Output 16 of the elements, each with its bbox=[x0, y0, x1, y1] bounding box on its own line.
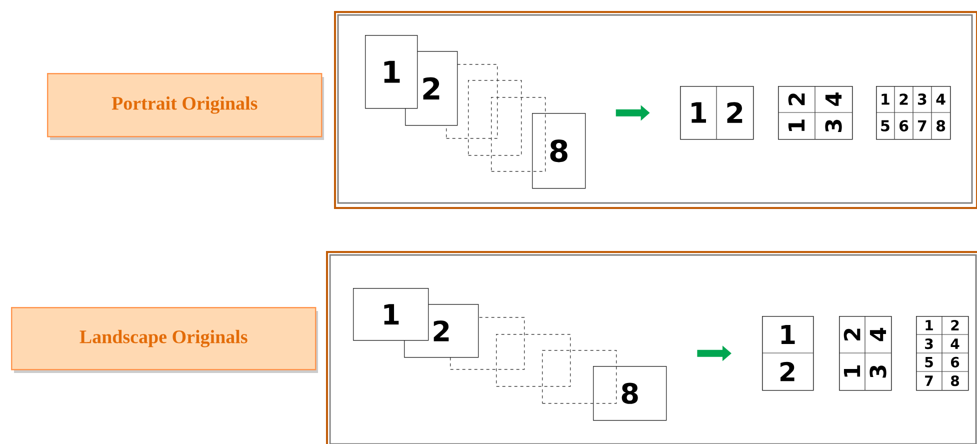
page: 1 bbox=[353, 288, 429, 341]
page-layout-sheet: 1 2 bbox=[762, 316, 814, 391]
page: 8 bbox=[532, 113, 586, 189]
page: 1 bbox=[365, 35, 418, 109]
page-layout-sheet: 1 2 3 4 bbox=[778, 86, 853, 140]
page-layout-sheet: 1 2 3 4 5 6 7 8 bbox=[876, 86, 951, 140]
page-layout-sheet: 1 2 bbox=[680, 86, 754, 140]
dashed-page bbox=[496, 334, 571, 387]
label-box: Landscape Originals bbox=[11, 306, 318, 373]
page-layout-sheet: 1 2 3 4 5 6 7 8 bbox=[916, 316, 969, 391]
page: 8 bbox=[593, 366, 667, 421]
dashed-page bbox=[468, 80, 522, 156]
label-box: Portrait Originals bbox=[47, 73, 324, 140]
dashed-page bbox=[542, 350, 617, 404]
dashed-page bbox=[491, 97, 546, 172]
page-layout-sheet: 1 2 3 4 bbox=[838, 316, 892, 391]
